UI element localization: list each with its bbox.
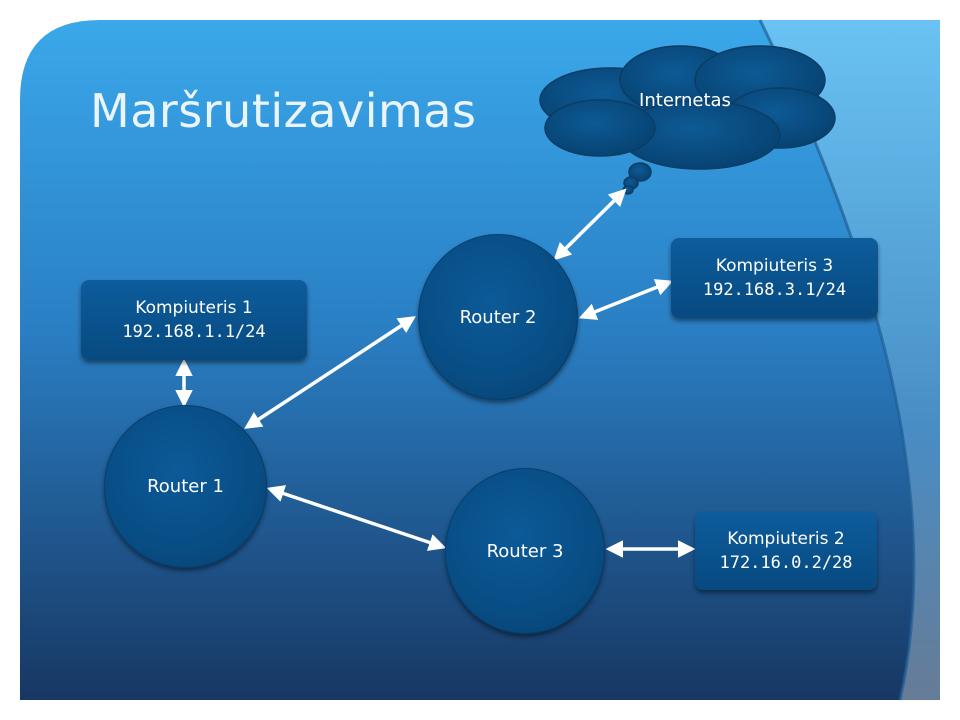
link-router2-internetas	[553, 188, 627, 261]
router-2-node: Router 2	[418, 234, 578, 400]
internet-cloud-icon	[539, 45, 836, 195]
router-2-label: Router 2	[459, 306, 537, 328]
router-1-node: Router 1	[104, 405, 267, 568]
decorative-swoosh	[760, 20, 940, 700]
kompiuteris-3-box: Kompiuteris 3 192.168.3.1/24	[671, 238, 878, 318]
kompiuteris-1-box: Kompiuteris 1 192.168.1.1/24	[81, 280, 307, 360]
kompiuteris-2-ip: 172.16.0.2/28	[719, 553, 853, 573]
router-1-label: Router 1	[147, 476, 224, 497]
router-3-node: Router 3	[445, 468, 605, 634]
kompiuteris-3-ip: 192.168.3.1/24	[702, 280, 847, 300]
link-router2-kompiuteris3	[578, 279, 674, 320]
kompiuteris-2-name: Kompiuteris 2	[727, 529, 845, 549]
router-3-label: Router 3	[486, 540, 564, 562]
kompiuteris-3-name: Kompiuteris 3	[715, 256, 834, 276]
kompiuteris-1-ip: 192.168.1.1/24	[122, 322, 266, 342]
link-router1-router2	[244, 316, 416, 429]
internet-cloud-label: Internetas	[639, 90, 731, 111]
kompiuteris-2-box: Kompiuteris 2 172.16.0.2/28	[695, 512, 877, 590]
kompiuteris-1-name: Kompiuteris 1	[135, 298, 253, 318]
page-title: Maršrutizavimas	[90, 84, 477, 138]
link-router1-router3	[266, 485, 447, 551]
connections	[175, 188, 696, 558]
